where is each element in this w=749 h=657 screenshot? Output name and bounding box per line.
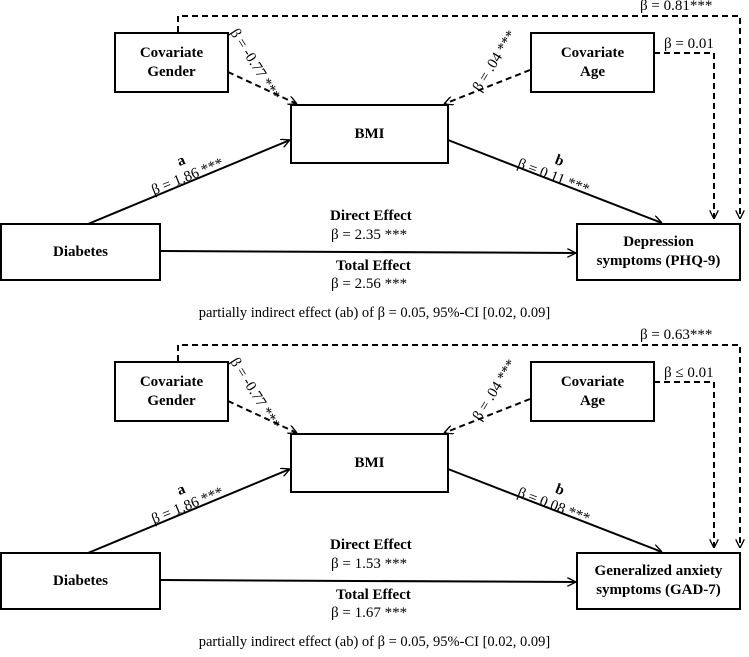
age-outcome-arrow	[654, 52, 714, 219]
covariate-gender-line1: Covariate	[139, 44, 204, 61]
predictor-diabetes-box: Diabetes	[0, 223, 161, 281]
covariate-gender-line1: Covariate	[139, 373, 204, 390]
indirect-effect-note: partially indirect effect (ab) of β = 0.…	[198, 305, 551, 321]
path-b-arrow	[447, 139, 662, 223]
mediation-panel-phq9: Covariate Gender Covariate Age BMI Diabe…	[0, 0, 749, 328]
age-bmi-arrow	[444, 69, 531, 104]
direct-effect-label: Direct Effect	[330, 537, 412, 553]
outcome-box: Depression symptoms (PHQ-9)	[576, 223, 741, 281]
age-outcome-label: β ≤ 0.01	[664, 365, 714, 381]
gender-outcome-label: β = 0.81***	[640, 0, 713, 14]
predictor-label: Diabetes	[53, 572, 108, 589]
age-outcome-arrow	[654, 381, 714, 548]
direct-effect-label: Direct Effect	[330, 208, 412, 224]
outcome-line2: symptoms (GAD-7)	[596, 582, 721, 598]
outcome-line1: Depression	[623, 234, 694, 250]
indirect-effect-note: partially indirect effect (ab) of β = 0.…	[198, 634, 551, 650]
covariate-gender-line2: Gender	[147, 392, 196, 409]
age-outcome-label: β = 0.01	[664, 36, 714, 52]
outcome-line1: Generalized anxiety	[594, 563, 723, 579]
age-bmi-arrow	[444, 398, 531, 433]
covariate-gender-box: Covariate Gender	[114, 361, 229, 422]
predictor-label: Diabetes	[53, 243, 108, 260]
gender-outcome-arrow	[177, 15, 740, 219]
diagram-arrows	[87, 15, 749, 328]
covariate-age-line1: Covariate	[560, 373, 625, 390]
covariate-gender-line2: Gender	[147, 63, 196, 80]
mediator-label: BMI	[354, 125, 385, 142]
diagram-arrows	[87, 344, 749, 657]
covariate-age-box: Covariate Age	[530, 32, 655, 93]
gender-bmi-arrow	[227, 400, 297, 433]
direct-effect-arrow	[159, 580, 576, 582]
covariate-age-line1: Covariate	[560, 44, 625, 61]
direct-effect-value: β = 1.53 ***	[331, 556, 408, 572]
direct-effect-arrow	[159, 251, 576, 253]
covariate-age-line2: Age	[580, 63, 605, 80]
covariate-gender-box: Covariate Gender	[114, 32, 229, 93]
mediator-label: BMI	[354, 454, 385, 471]
covariate-age-box: Covariate Age	[530, 361, 655, 422]
total-effect-value: β = 2.56 ***	[331, 276, 408, 292]
path-b-arrow	[447, 468, 662, 552]
gender-bmi-arrow	[227, 71, 297, 104]
mediator-bmi-box: BMI	[290, 433, 449, 493]
path-a-arrow	[87, 469, 290, 554]
total-effect-value: β = 1.67 ***	[331, 605, 408, 621]
outcome-line2: symptoms (PHQ-9)	[596, 253, 721, 269]
path-a-arrow	[87, 140, 290, 225]
covariate-age-line2: Age	[580, 392, 605, 409]
total-effect-label: Total Effect	[336, 258, 411, 274]
total-effect-label: Total Effect	[336, 587, 411, 603]
mediator-bmi-box: BMI	[290, 104, 449, 164]
gender-outcome-arrow	[177, 344, 740, 548]
direct-effect-value: β = 2.35 ***	[331, 227, 408, 243]
mediation-panel-gad7: Covariate Gender Covariate Age BMI Diabe…	[0, 327, 749, 657]
outcome-box: Generalized anxiety symptoms (GAD-7)	[576, 552, 741, 610]
gender-outcome-label: β = 0.63***	[640, 327, 713, 343]
predictor-diabetes-box: Diabetes	[0, 552, 161, 610]
